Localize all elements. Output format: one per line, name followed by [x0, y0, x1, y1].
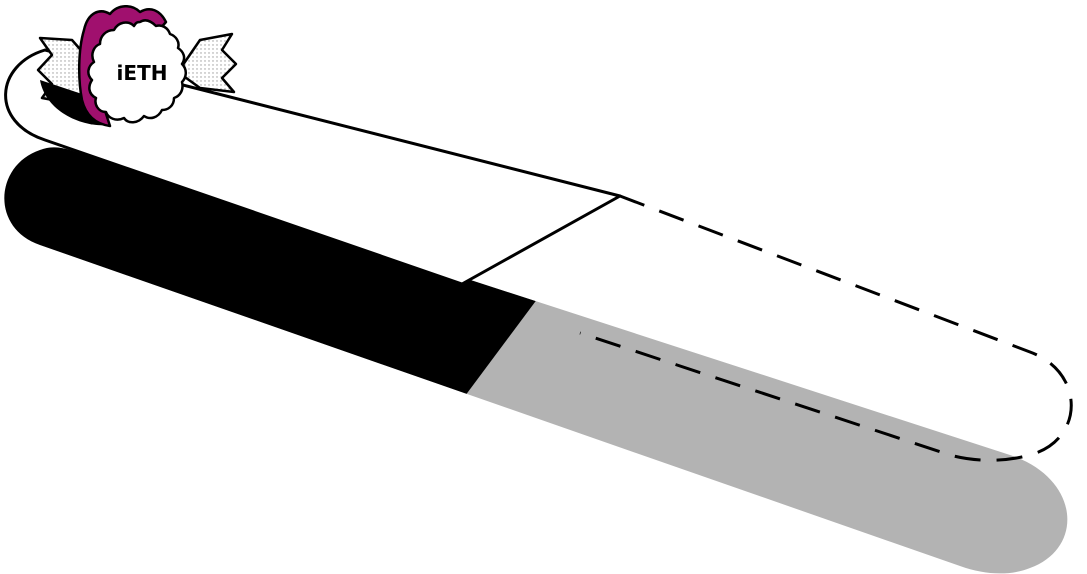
candy-icon: iETH [36, 5, 238, 128]
progress-bar-empty-outline [579, 194, 1073, 462]
token-symbol: iETH [117, 61, 168, 85]
